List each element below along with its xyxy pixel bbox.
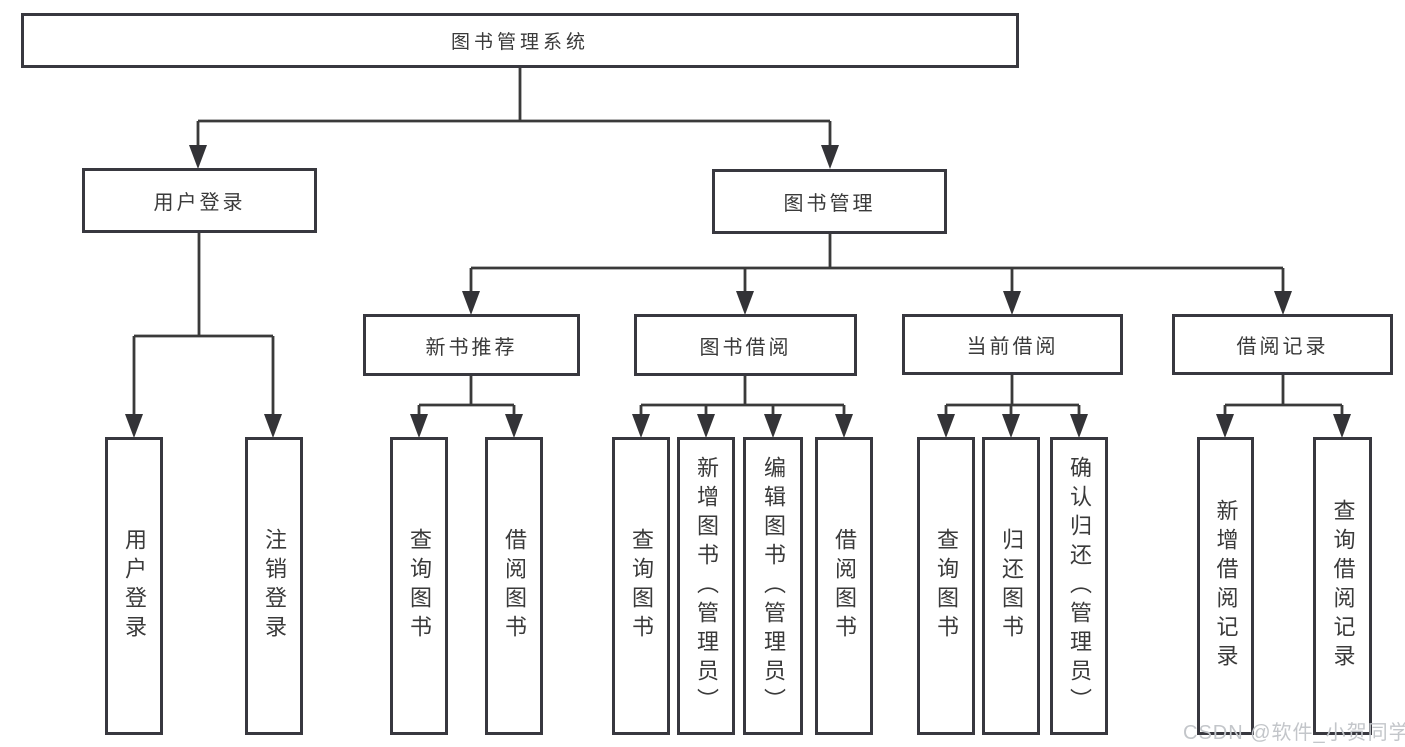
node-borrow-records: 借阅记录: [1172, 314, 1393, 375]
node-leaf-add-book: 新增图书（管理员）: [677, 437, 735, 735]
arrowhead-icon: [736, 291, 754, 315]
edge-book-borrow: [639, 376, 846, 423]
arrowhead-icon: [835, 414, 853, 438]
node-label: 图书借阅: [699, 336, 792, 359]
node-leaf-user-login: 用户登录: [105, 437, 163, 735]
node-label: 借阅记录: [1236, 336, 1329, 358]
node-label: 借阅图书: [502, 528, 527, 644]
arrowhead-icon: [462, 291, 480, 315]
node-label: 借阅图书: [832, 528, 857, 644]
node-current-borrow: 当前借阅: [902, 314, 1123, 375]
arrowhead-icon: [505, 414, 523, 438]
node-label: 用户登录: [153, 192, 246, 214]
node-label: 注销登录: [262, 528, 287, 644]
node-leaf-query-book-1: 查询图书: [390, 437, 448, 735]
edge-borrow-records: [1223, 375, 1344, 423]
node-label: 查询图书: [407, 528, 432, 644]
arrowhead-icon: [764, 414, 782, 438]
node-leaf-return-book: 归还图书: [982, 437, 1040, 735]
node-label: 图书管理: [783, 193, 876, 215]
node-label: 新增图书（管理员）: [694, 455, 719, 717]
node-label: 编辑图书（管理员）: [761, 455, 786, 717]
node-leaf-query-book-2: 查询图书: [612, 437, 670, 735]
node-book-borrow: 图书借阅: [634, 314, 857, 376]
node-label: 新增借阅记录: [1213, 499, 1239, 673]
node-label: 查询图书: [934, 528, 959, 644]
edge-root: [196, 68, 832, 154]
watermark: CSDN @软件_小贺同学: [1183, 722, 1405, 744]
arrowhead-icon: [189, 145, 207, 169]
arrowhead-icon: [1003, 291, 1021, 315]
node-root: 图书管理系统: [21, 13, 1019, 68]
node-leaf-logout: 注销登录: [245, 437, 303, 735]
arrowhead-icon: [697, 414, 715, 438]
node-leaf-confirm-return: 确认归还（管理员）: [1050, 437, 1108, 735]
node-leaf-query-book-3: 查询图书: [917, 437, 975, 735]
node-leaf-borrow-book-1: 借阅图书: [485, 437, 543, 735]
node-label: 查询借阅记录: [1330, 499, 1356, 673]
node-user-login: 用户登录: [82, 168, 317, 233]
arrowhead-icon: [1070, 414, 1088, 438]
node-leaf-add-record: 新增借阅记录: [1197, 437, 1254, 735]
edge-new-book-rec: [417, 376, 516, 423]
arrowhead-icon: [1333, 414, 1351, 438]
node-label: 新书推荐: [425, 336, 518, 359]
arrowhead-icon: [1002, 414, 1020, 438]
arrowhead-icon: [937, 414, 955, 438]
node-label: 当前借阅: [966, 336, 1059, 358]
node-label: 用户登录: [122, 528, 147, 644]
node-label: 确认归还（管理员）: [1067, 455, 1092, 717]
node-label: 图书管理系统: [450, 32, 589, 53]
arrowhead-icon: [125, 414, 143, 438]
edge-book-mgmt: [469, 234, 1285, 300]
node-book-mgmt: 图书管理: [712, 169, 947, 234]
arrowhead-icon: [410, 414, 428, 438]
arrowhead-icon: [1216, 414, 1234, 438]
node-new-book-rec: 新书推荐: [363, 314, 580, 376]
arrowhead-icon: [632, 414, 650, 438]
node-leaf-query-record: 查询借阅记录: [1313, 437, 1372, 735]
node-label: 查询图书: [629, 528, 654, 644]
node-leaf-edit-book: 编辑图书（管理员）: [743, 437, 803, 735]
node-leaf-borrow-book-2: 借阅图书: [815, 437, 873, 735]
edge-user-login: [132, 233, 275, 423]
arrowhead-icon: [264, 414, 282, 438]
arrowhead-icon: [1274, 291, 1292, 315]
arrowhead-icon: [821, 145, 839, 169]
node-label: 归还图书: [999, 528, 1024, 644]
